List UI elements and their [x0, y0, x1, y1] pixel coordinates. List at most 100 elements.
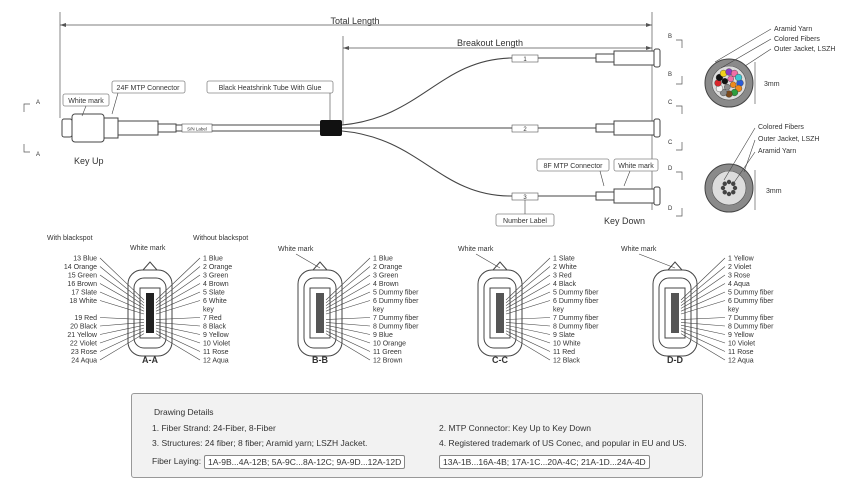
section-letter-d2: D — [668, 206, 673, 212]
cs-top-fiber — [724, 83, 731, 91]
bb-title: B-B — [312, 355, 328, 365]
heatshrink-tube — [320, 120, 342, 136]
cs-top-aramid: Aramid Yarn — [774, 26, 812, 33]
aa-right-1: 2 Orange — [203, 264, 232, 271]
svg-text:White mark: White mark — [618, 163, 654, 170]
aa-left-11: 23 Rose — [71, 349, 97, 356]
dd-right-9: 9 Yellow — [728, 332, 755, 339]
callout-white-mark-8f: White mark — [613, 158, 659, 187]
aa-left-8: 20 Black — [70, 324, 97, 331]
section-letter-b2: B — [668, 72, 672, 78]
cs-top-fiber — [734, 73, 743, 82]
bb-right-0: 1 Blue — [373, 256, 393, 263]
callout-number-label: Number Label — [495, 200, 555, 227]
bb-right-5: 6 Dummy fiber — [373, 298, 419, 305]
cs-bot-fiber — [726, 191, 732, 197]
bb-right-8: 8 Dummy fiber — [373, 324, 419, 331]
cs-top-fiber — [721, 78, 729, 85]
dd-right-0: 1 Yellow — [728, 256, 755, 263]
aa-right-9: 9 Yellow — [203, 332, 230, 339]
key-up-label: Key Up — [74, 156, 104, 166]
dd-right-7: 7 Dummy fiber — [728, 315, 774, 322]
leg-connector-3 — [595, 186, 661, 206]
dd-right-1: 2 Violet — [728, 264, 751, 271]
svg-text:White mark: White mark — [68, 98, 104, 105]
cc-title: C-C — [492, 355, 508, 365]
leg-connectors — [595, 48, 661, 206]
callout-heatshrink: Black Heatshrink Tube With Glue — [206, 80, 334, 120]
fiber-laying-value-2: 13A-1B...16A-4B; 17A-1C...20A-4C; 21A-1D… — [439, 455, 650, 469]
bb-right-7: 7 Dummy fiber — [373, 315, 419, 322]
aa-right-3: 4 Brown — [203, 281, 229, 288]
cc-right-7: 7 Dummy fiber — [553, 315, 599, 322]
cs-bot-fiber — [732, 185, 738, 191]
aa-right-5: 6 White — [203, 298, 227, 305]
section-letter-a1: A — [36, 100, 40, 106]
total-length-dimension: Total Length — [59, 12, 653, 210]
bb-right-1: 2 Orange — [373, 264, 402, 271]
cs-top-fiber — [727, 75, 734, 83]
aa-right-6: key — [203, 307, 214, 314]
cs-bot-fiber — [726, 179, 732, 185]
key-down-label: Key Down — [604, 216, 645, 226]
cc-right-9: 9 Slate — [553, 332, 575, 339]
aa-right-11: 11 Rose — [203, 349, 229, 356]
bb-right-10: 10 Orange — [373, 341, 406, 348]
dd-right-11: 11 Rose — [728, 349, 754, 356]
dd-right-6: key — [728, 307, 739, 314]
aa-right-4: 5 Slate — [203, 290, 225, 297]
cc-right-10: 10 White — [553, 341, 581, 348]
dd-right-12: 12 Aqua — [728, 358, 754, 365]
breakout-legs: 1 2 3 — [341, 54, 596, 201]
dd-right-5: 6 Dummy fiber — [728, 298, 774, 305]
cc-right-11: 11 Red — [553, 349, 575, 356]
aa-left-7: 19 Red — [74, 315, 97, 322]
cc-right-1: 2 White — [553, 264, 577, 271]
callout-24f-mtp-connector: 24F MTP Connector — [111, 80, 186, 115]
cable-print-label: S/N Label — [187, 127, 207, 132]
aa-left-12: 24 Aqua — [71, 358, 97, 365]
aa-right-0: 1 Blue — [203, 256, 223, 263]
cross-section-8f: Colored Fibers Outer Jacket, LSZH Aramid… — [704, 124, 819, 213]
bb-white-mark: White mark — [278, 246, 314, 253]
bb-right-4: 5 Dummy fiber — [373, 290, 419, 297]
breakout-length-label: Breakout Length — [457, 38, 523, 48]
cs-bot-fibers: Colored Fibers — [758, 124, 804, 131]
cs-bot-fiber — [731, 190, 736, 195]
aa-left-4: 17 Slate — [71, 290, 97, 297]
section-letter-d1: D — [668, 166, 673, 172]
cc-right-6: key — [553, 307, 564, 314]
aa-left-9: 21 Yellow — [67, 332, 98, 339]
dd-white-mark: White mark — [621, 246, 657, 253]
dd-right-8: 8 Dummy fiber — [728, 324, 774, 331]
cs-top-fibers: Colored Fibers — [774, 36, 820, 43]
dd-right-4: 5 Dummy fiber — [728, 290, 774, 297]
section-letter-b1: B — [668, 34, 672, 40]
cs-bot-fiber — [722, 181, 727, 186]
cc-right-12: 12 Black — [553, 358, 580, 365]
cc-white-mark: White mark — [458, 246, 494, 253]
leg-label-1: 1 — [523, 57, 527, 63]
callout-white-mark-24f: White mark — [62, 93, 110, 117]
dd-right-2: 3 Rose — [728, 273, 750, 280]
without-blackspot-label: Without blackspot — [193, 235, 248, 242]
leg-connector-1 — [595, 48, 661, 68]
aa-right-10: 10 Violet — [203, 341, 230, 348]
bb-right-6: key — [373, 307, 384, 314]
dd-title: D-D — [667, 355, 683, 365]
cross-section-24f: Aramid Yarn Colored Fibers Outer Jacket,… — [704, 26, 835, 108]
details-item-4: 4. Registered trademark of US Conec, and… — [439, 438, 687, 448]
section-letter-c1: C — [668, 100, 673, 106]
aa-right-7: 7 Red — [203, 315, 222, 322]
svg-text:24F MTP Connector: 24F MTP Connector — [117, 85, 181, 92]
cs-bot-diameter: 3mm — [766, 188, 782, 195]
leg-connector-2 — [595, 118, 661, 138]
aa-right-12: 12 Aqua — [203, 358, 229, 365]
details-title: Drawing Details — [154, 407, 214, 417]
section-letter-a2: A — [36, 152, 40, 158]
aa-left-2: 15 Green — [68, 273, 97, 280]
aa-left-3: 16 Brown — [67, 281, 97, 288]
